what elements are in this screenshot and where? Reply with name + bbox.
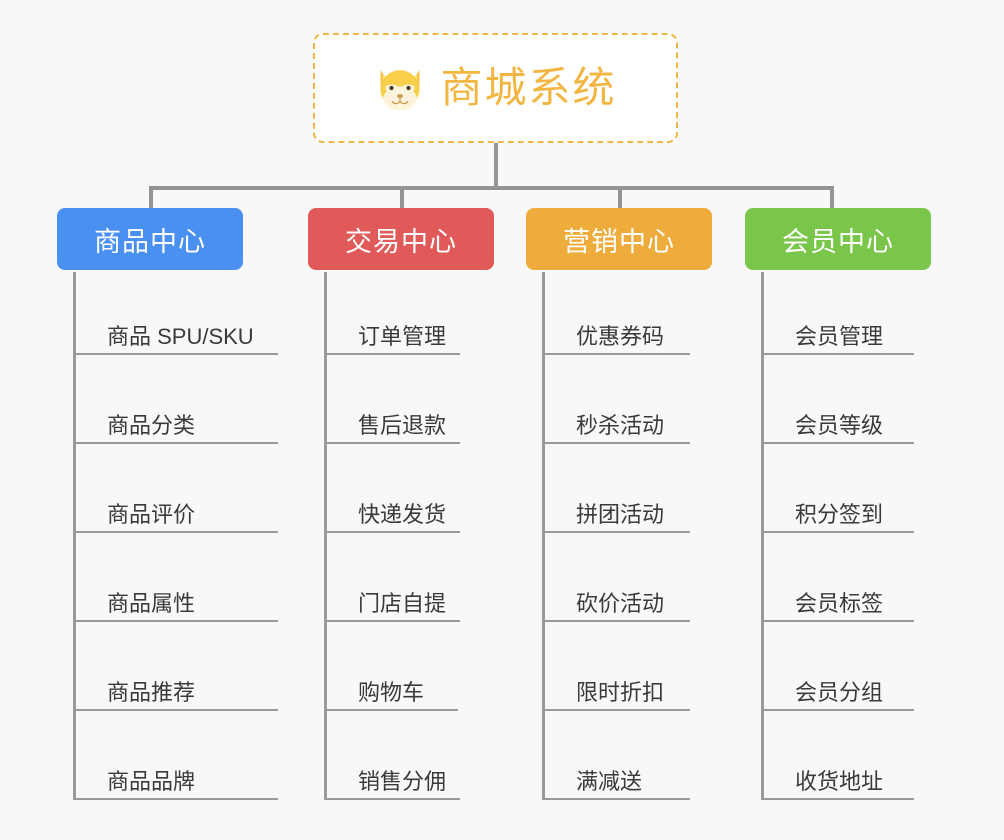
branch-header-label: 营销中心 [563, 226, 675, 257]
leaf-item[interactable]: 会员管理 [761, 305, 924, 355]
leaf-item-underline [761, 709, 914, 711]
leaf-item-label: 商品 SPU/SKU [107, 324, 254, 349]
branch-header-2[interactable]: 营销中心 [526, 208, 712, 270]
leaf-item[interactable]: 满减送 [542, 750, 700, 800]
leaf-item-underline [324, 709, 458, 711]
leaf-item[interactable]: 限时折扣 [542, 661, 700, 711]
connector-drop-3 [618, 186, 622, 210]
leaf-item[interactable]: 商品品牌 [73, 750, 288, 800]
leaf-item[interactable]: 商品评价 [73, 483, 288, 533]
branch-trunk [761, 272, 764, 800]
leaf-item-underline [761, 798, 914, 800]
leaf-item[interactable]: 收货地址 [761, 750, 924, 800]
leaf-item-underline [73, 442, 278, 444]
leaf-item[interactable]: 会员标签 [761, 572, 924, 622]
leaf-item-label: 限时折扣 [576, 680, 665, 705]
leaf-item[interactable]: 优惠券码 [542, 305, 700, 355]
leaf-item[interactable]: 秒杀活动 [542, 394, 700, 444]
leaf-item-underline [542, 442, 690, 444]
leaf-item-label: 会员等级 [795, 413, 884, 438]
leaf-item-underline [73, 353, 278, 355]
leaf-item-label: 商品属性 [107, 591, 196, 616]
connector-horizontal-bus [149, 186, 834, 190]
leaf-item-label: 砍价活动 [576, 591, 665, 616]
leaf-item-label: 拼团活动 [576, 502, 665, 527]
leaf-item[interactable]: 商品属性 [73, 572, 288, 622]
leaf-item-underline [73, 531, 278, 533]
leaf-item-underline [542, 353, 690, 355]
leaf-item-underline [324, 442, 460, 444]
leaf-item-underline [542, 620, 690, 622]
leaf-item-label: 商品推荐 [107, 680, 196, 705]
leaf-item-label: 会员分组 [795, 680, 884, 705]
leaf-item[interactable]: 商品分类 [73, 394, 288, 444]
leaf-item-label: 优惠券码 [576, 324, 665, 349]
leaf-item-label: 收货地址 [795, 769, 884, 794]
leaf-item-label: 满减送 [576, 769, 643, 794]
branch-header-1[interactable]: 交易中心 [308, 208, 494, 270]
leaf-item-label: 秒杀活动 [576, 413, 665, 438]
leaf-item-label: 会员标签 [795, 591, 884, 616]
branch-trunk [542, 272, 545, 800]
leaf-item-underline [324, 620, 460, 622]
leaf-item[interactable]: 商品推荐 [73, 661, 288, 711]
leaf-item-label: 门店自提 [358, 591, 447, 616]
branch-header-label: 商品中心 [94, 226, 206, 257]
leaf-item-label: 商品评价 [107, 502, 196, 527]
leaf-item-underline [324, 531, 460, 533]
leaf-item-underline [761, 353, 914, 355]
leaf-item-label: 快递发货 [358, 502, 447, 527]
leaf-item-label: 商品品牌 [107, 769, 196, 794]
branch-header-label: 会员中心 [782, 226, 894, 257]
leaf-item-label: 商品分类 [107, 413, 196, 438]
branch-header-label: 交易中心 [345, 226, 457, 257]
connector-root-stem [494, 143, 498, 190]
leaf-item-label: 会员管理 [795, 324, 884, 349]
leaf-item-label: 销售分佣 [358, 769, 447, 794]
leaf-item-underline [73, 620, 278, 622]
branch-header-0[interactable]: 商品中心 [57, 208, 243, 270]
connector-drop-2 [400, 186, 404, 210]
leaf-item[interactable]: 会员等级 [761, 394, 924, 444]
leaf-item[interactable]: 销售分佣 [324, 750, 470, 800]
branch-header-3[interactable]: 会员中心 [745, 208, 931, 270]
leaf-item[interactable]: 拼团活动 [542, 483, 700, 533]
leaf-item-underline [73, 709, 278, 711]
leaf-item-underline [761, 442, 914, 444]
root-title: 商城系统 [440, 64, 617, 111]
leaf-item-underline [324, 353, 460, 355]
shiba-dog-icon [380, 70, 420, 111]
leaf-item[interactable]: 会员分组 [761, 661, 924, 711]
leaf-item[interactable]: 订单管理 [324, 305, 470, 355]
leaf-item-underline [73, 798, 278, 800]
leaf-item-label: 订单管理 [358, 324, 447, 349]
leaf-item-underline [324, 798, 460, 800]
leaf-item[interactable]: 积分签到 [761, 483, 924, 533]
branch-trunk [73, 272, 76, 800]
leaf-item-label: 积分签到 [795, 502, 884, 527]
leaf-item[interactable]: 售后退款 [324, 394, 470, 444]
leaf-item-label: 售后退款 [358, 413, 447, 438]
branch-trunk [324, 272, 327, 800]
leaf-item[interactable]: 快递发货 [324, 483, 470, 533]
leaf-item-underline [542, 709, 690, 711]
root-node-card[interactable]: 商城系统 [313, 33, 678, 143]
leaf-item-label: 购物车 [358, 680, 425, 705]
leaf-item[interactable]: 购物车 [324, 661, 468, 711]
leaf-item-underline [542, 531, 690, 533]
leaf-item-underline [761, 620, 914, 622]
leaf-item[interactable]: 砍价活动 [542, 572, 700, 622]
connector-drop-1 [149, 186, 153, 210]
leaf-item-underline [542, 798, 690, 800]
leaf-item-underline [761, 531, 914, 533]
connector-drop-4 [830, 186, 834, 210]
leaf-item[interactable]: 门店自提 [324, 572, 470, 622]
leaf-item[interactable]: 商品 SPU/SKU [73, 305, 288, 355]
